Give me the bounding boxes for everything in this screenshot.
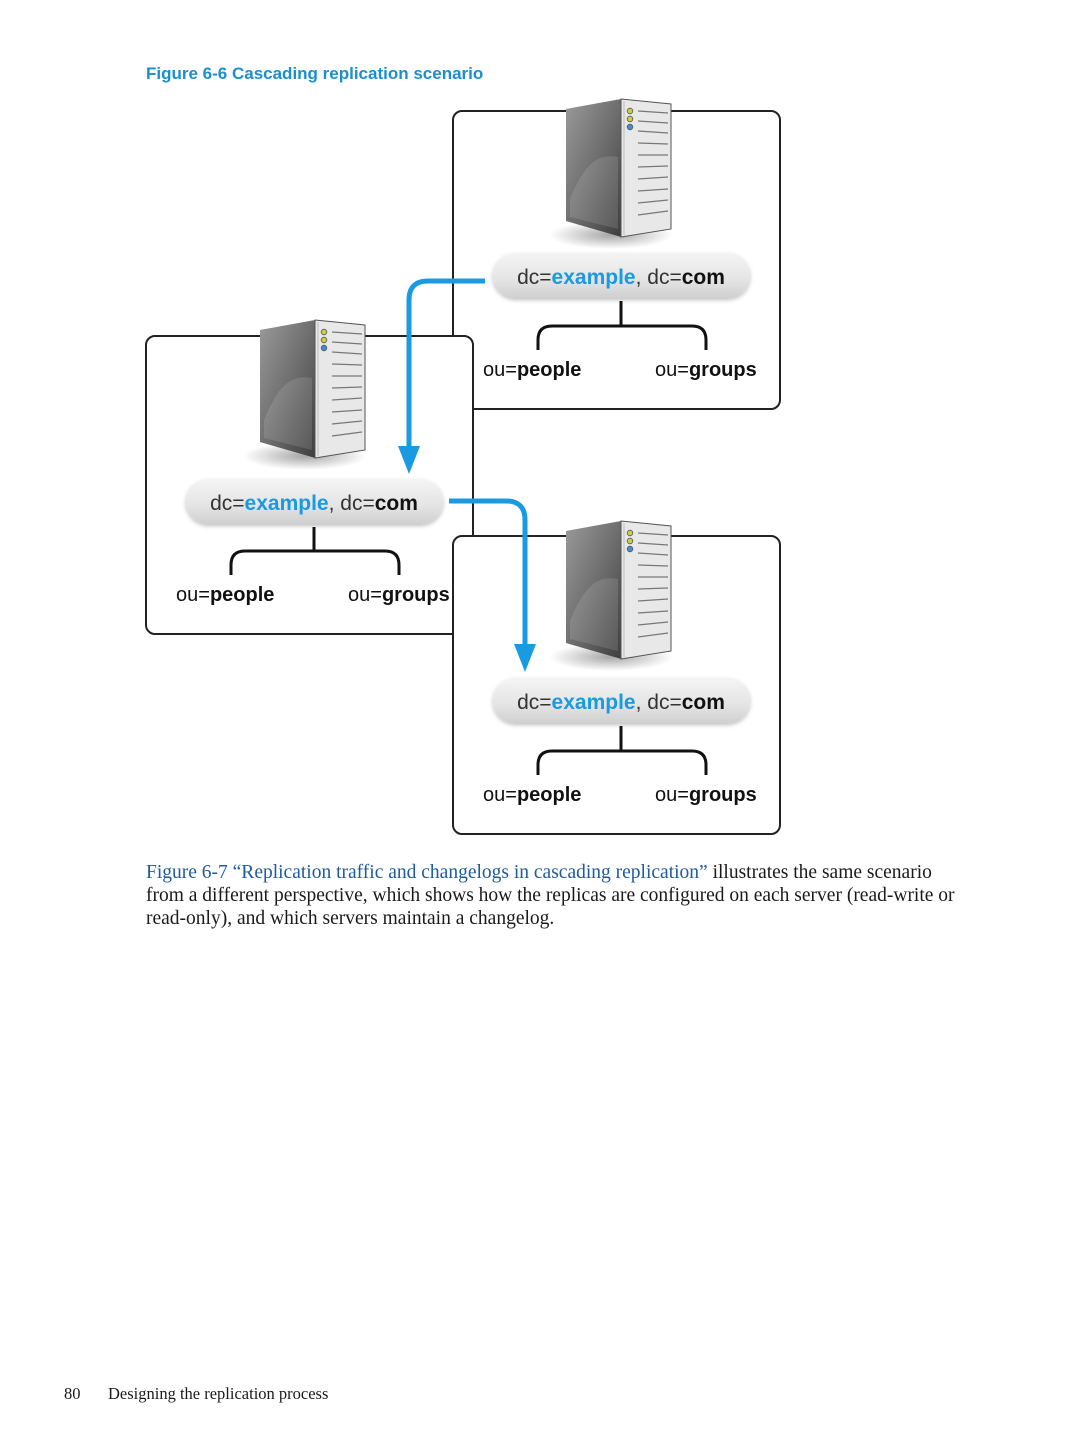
ou-groups-label: ou=groups bbox=[655, 784, 757, 806]
dc-example: example bbox=[552, 266, 636, 289]
ou-people: people bbox=[517, 359, 581, 381]
page-number: 80 bbox=[64, 1384, 81, 1403]
ou-prefix: ou= bbox=[176, 584, 210, 606]
ou-groups-label: ou=groups bbox=[348, 584, 450, 606]
dc-com: com bbox=[682, 691, 725, 714]
server-box-top: dc=example, dc=com ou=people ou=groups bbox=[452, 98, 781, 410]
ou-prefix: ou= bbox=[655, 359, 689, 381]
ou-prefix: ou= bbox=[483, 784, 517, 806]
dc-sep: , dc= bbox=[636, 691, 682, 714]
ou-prefix: ou= bbox=[348, 584, 382, 606]
dn-root-pill: dc=example, dc=com bbox=[186, 479, 443, 524]
ou-groups: groups bbox=[689, 784, 757, 806]
cascading-replication-diagram: dc=example, dc=com ou=people ou=groups bbox=[145, 98, 781, 835]
page-footer: 80 Designing the replication process bbox=[64, 1384, 328, 1404]
dc-prefix: dc= bbox=[517, 691, 551, 714]
dc-sep: , dc= bbox=[636, 266, 682, 289]
figure-caption: Figure 6-6 Cascading replication scenari… bbox=[146, 64, 484, 83]
dc-com: com bbox=[682, 266, 725, 289]
ou-people: people bbox=[517, 784, 581, 806]
dn-tree-bracket bbox=[229, 527, 401, 575]
server-box-middle: dc=example, dc=com ou=people ou=groups bbox=[145, 319, 474, 635]
replication-arrow-middle-to-bottom bbox=[449, 498, 536, 672]
dc-com: com bbox=[375, 492, 418, 515]
figure-cross-reference-link[interactable]: Figure 6-7 “Replication traffic and chan… bbox=[146, 862, 708, 883]
ou-groups-label: ou=groups bbox=[655, 359, 757, 381]
dc-example: example bbox=[552, 691, 636, 714]
ou-people-label: ou=people bbox=[483, 784, 581, 806]
dn-root-pill: dc=example, dc=com bbox=[493, 253, 750, 298]
dn-tree-bracket bbox=[536, 301, 708, 350]
svg-text:dc=example, dc=com: dc=example, dc=com bbox=[210, 492, 418, 515]
footer-section-title: Designing the replication process bbox=[108, 1384, 329, 1403]
ou-prefix: ou= bbox=[483, 359, 517, 381]
dn-root-pill: dc=example, dc=com bbox=[493, 678, 750, 723]
dc-example: example bbox=[245, 492, 329, 515]
ou-prefix: ou= bbox=[655, 784, 689, 806]
ou-groups: groups bbox=[382, 584, 450, 606]
svg-text:dc=example, dc=com: dc=example, dc=com bbox=[517, 691, 725, 714]
ou-people-label: ou=people bbox=[483, 359, 581, 381]
server-tower-icon bbox=[549, 98, 673, 249]
replication-arrow-top-to-middle bbox=[398, 278, 485, 474]
dn-tree-bracket bbox=[536, 726, 708, 775]
dc-sep: , dc= bbox=[329, 492, 375, 515]
dc-prefix: dc= bbox=[210, 492, 244, 515]
svg-text:dc=example, dc=com: dc=example, dc=com bbox=[517, 266, 725, 289]
ou-people-label: ou=people bbox=[176, 584, 274, 606]
server-tower-icon bbox=[549, 520, 673, 671]
body-paragraph: Figure 6-7 “Replication traffic and chan… bbox=[146, 861, 966, 930]
body-text: illustrates the same scenario from a dif… bbox=[146, 862, 955, 929]
server-box-bottom: dc=example, dc=com ou=people ou=groups bbox=[452, 520, 781, 835]
ou-groups: groups bbox=[689, 359, 757, 381]
ou-people: people bbox=[210, 584, 274, 606]
dc-prefix: dc= bbox=[517, 266, 551, 289]
server-tower-icon bbox=[243, 319, 367, 470]
